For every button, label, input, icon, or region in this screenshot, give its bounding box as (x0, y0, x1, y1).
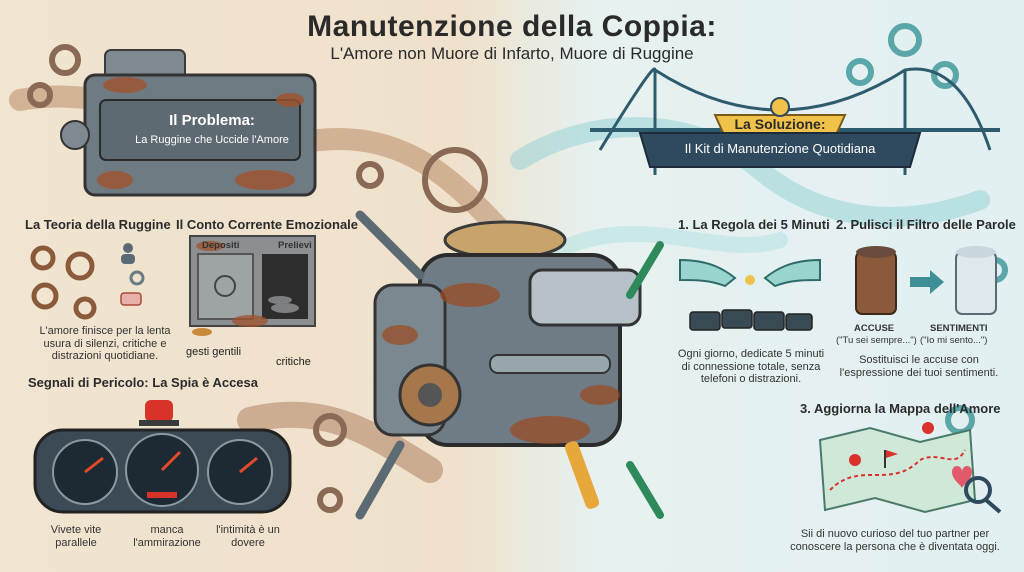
phone-icon (689, 309, 813, 331)
filter-left-label: ACCUSE (854, 323, 895, 334)
clean-filter-icon (955, 246, 997, 315)
compass-icon (770, 97, 790, 117)
rust-gears-illustration (30, 243, 145, 320)
arrow-right-icon (910, 270, 944, 294)
clean-filter-heading: 2. Pulisci il Filtro delle Parole (836, 217, 1016, 232)
gauge-label-1: Vivete vite parallele (50, 524, 102, 549)
solution-sublabel: Il Kit di Manutenzione Quotidiana (684, 141, 876, 156)
speech-bubble-icon (120, 292, 142, 306)
brush-icon (564, 441, 600, 509)
gauge-label-2: manca l'ammirazione (133, 524, 201, 549)
love-map-text: Sii di nuovo curioso del tuo partner per… (790, 528, 1000, 553)
gear-icon (27, 44, 488, 513)
screwdriver-icon (626, 241, 664, 519)
gauge-label-3: l'intimità è un dovere (216, 524, 280, 549)
gear-icon (129, 270, 145, 286)
deposits-label: Depositi (202, 240, 240, 251)
magnifier-icon (964, 476, 1002, 514)
rusty-engine-illustration (355, 210, 664, 520)
dirty-filter-icon (855, 246, 897, 315)
rusty-engine-block-illustration (60, 49, 317, 197)
hands-connecting-illustration (679, 258, 821, 331)
flag-icon (884, 450, 898, 468)
page-subtitle: L'Amore non Muore di Infarto, Muore di R… (330, 44, 694, 63)
rust-theory-text: L'amore finisce per la lenta usura di si… (39, 325, 171, 363)
love-map-heading: 3. Aggiorna la Mappa dell'Amore (800, 401, 1001, 416)
warning-light-icon (139, 400, 179, 426)
page-title: Manutenzione della Coppia: (307, 10, 717, 43)
wrench-icon (355, 210, 425, 520)
solution-label: La Soluzione: (734, 116, 826, 132)
withdrawals-caption: critiche (276, 356, 311, 368)
safe-illustration (189, 235, 316, 336)
location-pin-icon (849, 422, 934, 466)
person-icon (121, 243, 135, 264)
emotional-account-heading: Il Conto Corrente Emozionale (176, 217, 359, 232)
love-map-illustration (818, 422, 1002, 514)
filter-right-quote: ("Io mi sento...") (920, 335, 988, 346)
rule-5-minutes-text: Ogni giorno, dedicate 5 minuti di connes… (677, 348, 825, 386)
warning-signs-heading: Segnali di Pericolo: La Spia è Accesa (28, 375, 258, 390)
filter-right-label: SENTIMENTI (930, 323, 988, 334)
problem-label: Il Problema: (169, 112, 255, 129)
filter-left-quote: ("Tu sei sempre...") (836, 335, 917, 346)
rust-theory-heading: La Teoria della Ruggine (25, 217, 171, 232)
filter-illustration (855, 246, 997, 315)
coin-icon (192, 328, 212, 336)
deposits-caption: gesti gentili (186, 346, 242, 358)
solution-banner (638, 97, 922, 168)
problem-sublabel: La Ruggine che Uccide l'Amore (135, 134, 289, 146)
dashboard-illustration (33, 400, 292, 514)
heart-icon (952, 466, 972, 488)
clean-filter-text: Sostituisci le accuse con l'espressione … (839, 354, 999, 379)
withdrawals-label: Prelievi (278, 240, 312, 251)
rule-5-minutes-heading: 1. La Regola dei 5 Minuti (678, 217, 830, 232)
